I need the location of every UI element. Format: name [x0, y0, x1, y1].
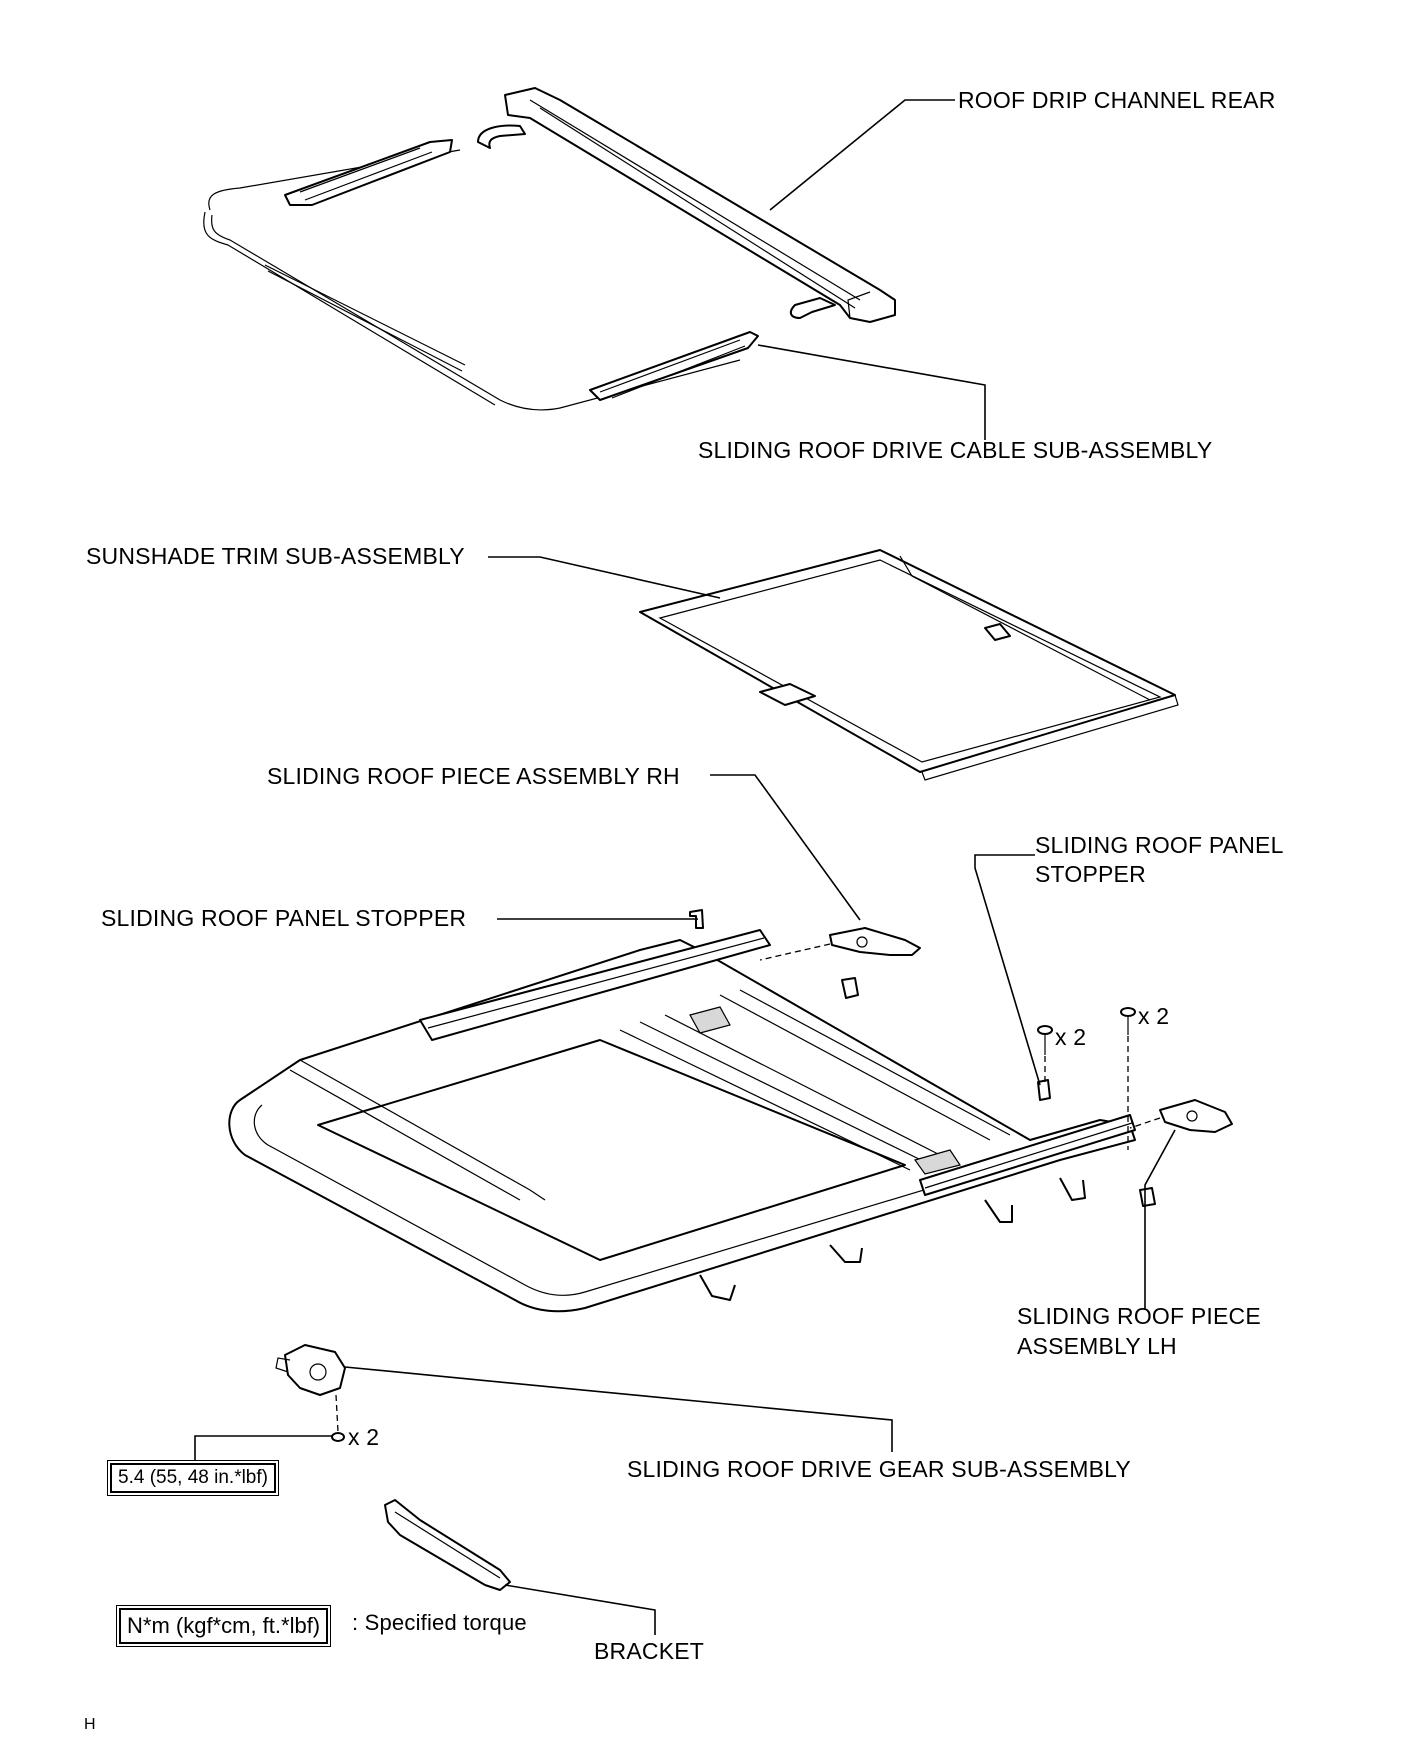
- roof-drip-channel-rear-drawing: [477, 87, 896, 323]
- clip-rh-drawing: [841, 977, 859, 999]
- label-sliding-roof-piece-lh-line1: SLIDING ROOF PIECE: [1017, 1303, 1261, 1329]
- label-sliding-roof-panel-stopper-right-line1: SLIDING ROOF PANEL: [1035, 832, 1284, 858]
- sliding-roof-drive-gear-drawing: [275, 1344, 346, 1396]
- legend-unit-box: N*m (kgf*cm, ft.*lbf): [115, 1605, 332, 1647]
- sliding-roof-piece-lh-drawing: [1159, 1099, 1233, 1133]
- gear-bolt-drawing: [331, 1394, 345, 1442]
- qty-bolt-2: x 2: [1138, 1003, 1170, 1029]
- legend-description: : Specified torque: [352, 1610, 527, 1635]
- label-sliding-roof-panel-stopper-right-line2: STOPPER: [1035, 861, 1146, 887]
- assembly-lines: [759, 943, 1161, 1150]
- label-roof-drip-channel-rear: ROOF DRIP CHANNEL REAR: [958, 87, 1276, 113]
- qty-gear-bolt: x 2: [348, 1424, 380, 1450]
- bolt-2-drawing: [1120, 1007, 1136, 1035]
- label-sliding-roof-drive-cable: SLIDING ROOF DRIVE CABLE SUB-ASSEMBLY: [698, 437, 1213, 463]
- label-sunshade-trim: SUNSHADE TRIM SUB-ASSEMBLY: [86, 543, 465, 569]
- sunshade-trim-drawing: [639, 549, 1179, 781]
- footer-code: H: [84, 1716, 96, 1733]
- label-sliding-roof-panel-stopper-left: SLIDING ROOF PANEL STOPPER: [101, 905, 467, 931]
- torque-spec-box: 5.4 (55, 48 in.*lbf): [107, 1460, 279, 1496]
- sliding-roof-frame-drawing: [228, 929, 1136, 1313]
- bolt-1-drawing: [1037, 1025, 1053, 1055]
- qty-bolt-1: x 2: [1055, 1024, 1087, 1050]
- leader-lines: [194, 99, 1176, 1635]
- bracket-drawing: [384, 1499, 511, 1591]
- drive-cable-sub-assembly-drawing: [203, 139, 759, 411]
- label-sliding-roof-piece-lh-line2: ASSEMBLY LH: [1017, 1333, 1177, 1359]
- label-sliding-roof-piece-rh: SLIDING ROOF PIECE ASSEMBLY RH: [267, 763, 680, 789]
- label-bracket: BRACKET: [594, 1638, 705, 1664]
- sliding-roof-piece-rh-drawing: [829, 927, 921, 956]
- label-sliding-roof-drive-gear: SLIDING ROOF DRIVE GEAR SUB-ASSEMBLY: [627, 1456, 1131, 1482]
- clip-lh-drawing: [1139, 1187, 1156, 1207]
